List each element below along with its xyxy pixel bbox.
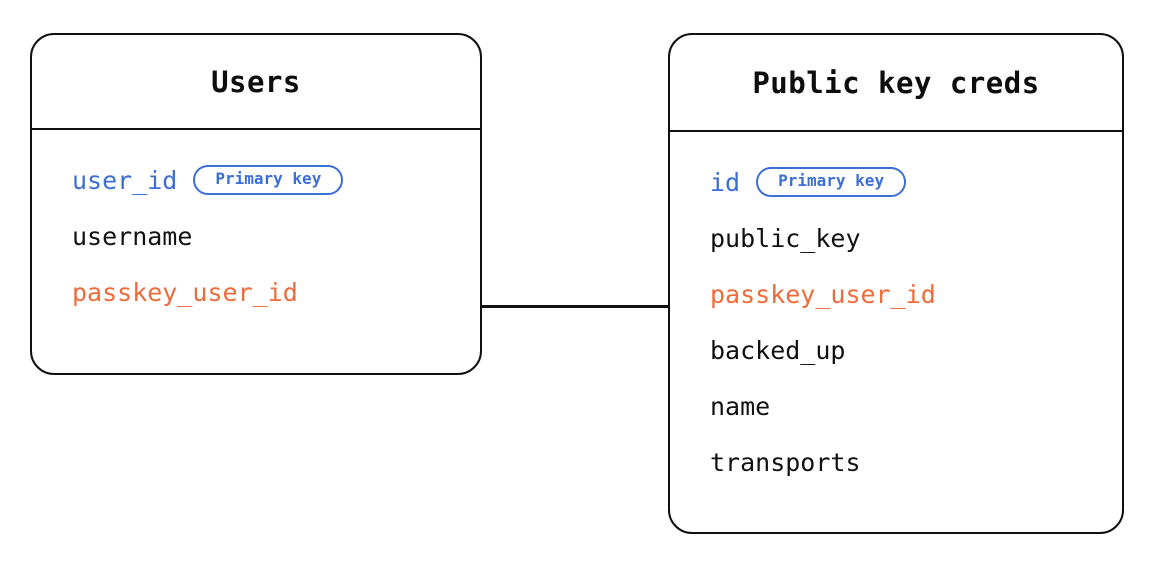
field-name-transports: transports [710,447,861,477]
field-row-user-id[interactable]: user_id Primary key [32,152,480,208]
primary-key-badge: Primary key [756,167,907,197]
field-row-username[interactable]: username [32,208,480,264]
entity-field-list-users: user_id Primary key username passkey_use… [32,130,480,320]
entity-field-list-public-key-creds: id Primary key public_key passkey_user_i… [670,132,1122,490]
field-name-user-id: user_id [72,165,178,195]
field-row-id[interactable]: id Primary key [670,154,1122,210]
entity-card-users[interactable]: Users user_id Primary key username passk… [30,33,482,375]
field-name-backed-up: backed_up [710,335,846,365]
field-name-public-key: public_key [710,223,861,253]
entity-title-users: Users [211,64,301,99]
field-row-passkey-user-id[interactable]: passkey_user_id [32,264,480,320]
field-row-passkey-user-id[interactable]: passkey_user_id [670,266,1122,322]
field-row-name[interactable]: name [670,378,1122,434]
field-row-transports[interactable]: transports [670,434,1122,490]
field-name-name: name [710,391,771,421]
relationship-connector-users-public-key-creds [481,305,670,308]
entity-header-public-key-creds: Public key creds [670,35,1122,132]
field-name-id: id [710,167,741,197]
field-row-backed-up[interactable]: backed_up [670,322,1122,378]
entity-title-public-key-creds: Public key creds [752,65,1040,100]
primary-key-badge: Primary key [193,165,344,195]
entity-header-users: Users [32,35,480,130]
field-name-passkey-user-id: passkey_user_id [710,279,936,309]
field-row-public-key[interactable]: public_key [670,210,1122,266]
field-name-username: username [72,221,193,251]
entity-card-public-key-creds[interactable]: Public key creds id Primary key public_k… [668,33,1124,534]
field-name-passkey-user-id: passkey_user_id [72,277,298,307]
